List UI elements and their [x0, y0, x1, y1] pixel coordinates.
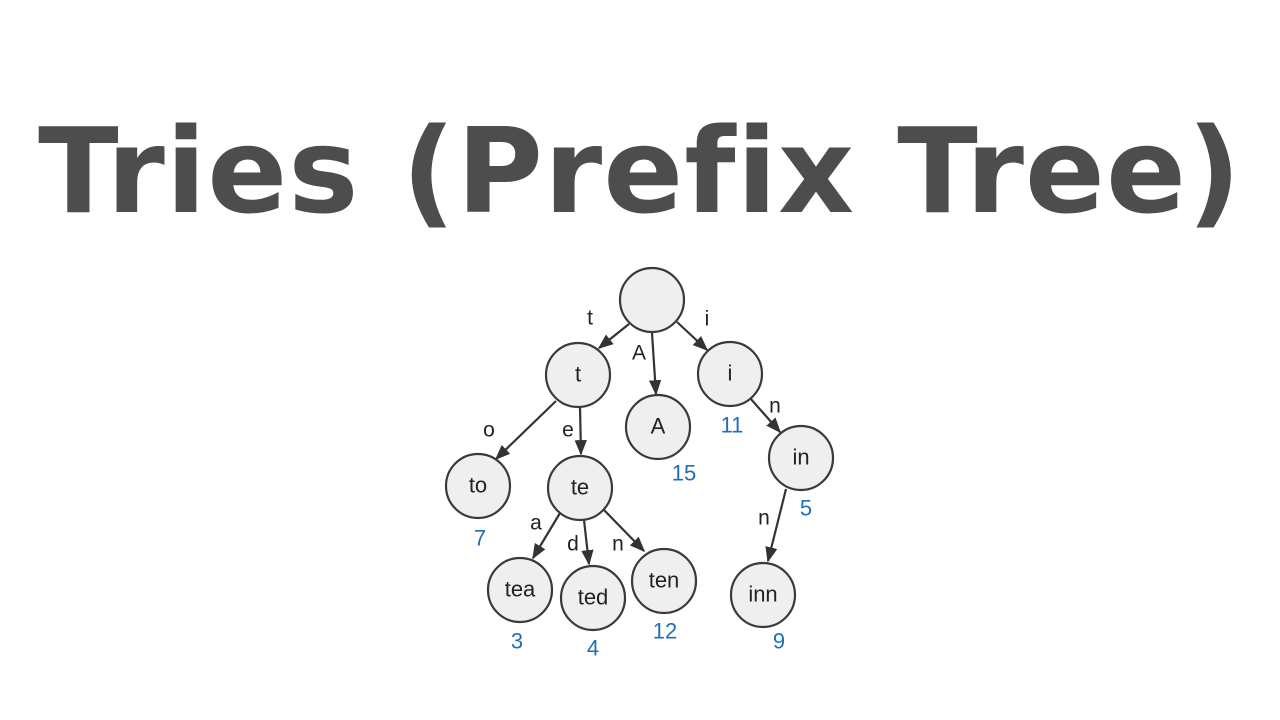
node-label-i: i [728, 361, 733, 386]
trie-node-to: to [444, 452, 512, 520]
value-label-to: 7 [474, 526, 486, 551]
value-label-i: 11 [721, 413, 744, 438]
trie-node-i: i [696, 340, 764, 408]
edge-label-i-in: n [769, 395, 781, 418]
edge-label-t-te: e [562, 419, 574, 442]
value-label-inn: 9 [773, 629, 785, 654]
edge-label-root-t: t [587, 307, 593, 330]
edge-in-inn: n [758, 488, 788, 563]
node-label-tea: tea [505, 577, 536, 602]
trie-node-ten: ten [630, 547, 698, 615]
edge-root-t: t [587, 307, 630, 349]
trie-node-in: in [767, 424, 835, 492]
trie-node-tea: tea [486, 556, 554, 624]
edge-label-t-to: o [483, 419, 495, 442]
trie-node-inn: inn [729, 561, 797, 629]
node-label-t: t [575, 362, 581, 387]
node-label-inn: inn [748, 582, 777, 607]
trie-node-A: A [624, 393, 692, 461]
node-label-A: A [651, 414, 666, 439]
value-label-ted: 4 [587, 636, 599, 661]
edge-root-i: i [676, 308, 710, 352]
trie-node-te: te [546, 454, 614, 522]
edge-label-te-ted: d [567, 533, 579, 556]
edge-te-ted: d [567, 519, 594, 566]
edge-i-in: n [749, 395, 782, 434]
edge-te-ten: n [603, 509, 646, 556]
edge-te-tea: a [530, 512, 561, 560]
value-label-ten: 12 [653, 619, 677, 644]
node-label-to: to [469, 473, 487, 498]
trie-node-root [618, 266, 686, 334]
edge-t-to: o [483, 400, 557, 461]
slide-title: Tries (Prefix Tree) [38, 102, 1242, 240]
node-label-ten: ten [649, 568, 680, 593]
edge-label-te-tea: a [530, 512, 542, 535]
value-label-tea: 3 [511, 629, 523, 654]
edge-label-root-A: A [632, 342, 646, 365]
trie-node-t: t [544, 341, 612, 409]
edge-label-te-ten: n [612, 533, 624, 556]
edge-root-A: A [632, 332, 662, 396]
node-label-in: in [792, 445, 809, 470]
value-label-A: 15 [672, 461, 696, 486]
node-label-ted: ted [578, 585, 609, 610]
edge-label-root-i: i [705, 308, 710, 331]
value-label-in: 5 [800, 496, 812, 521]
edge-t-te: e [562, 406, 587, 456]
edge-label-in-inn: n [758, 507, 770, 530]
trie-node-ted: ted [559, 564, 627, 632]
node-label-te: te [571, 475, 589, 500]
